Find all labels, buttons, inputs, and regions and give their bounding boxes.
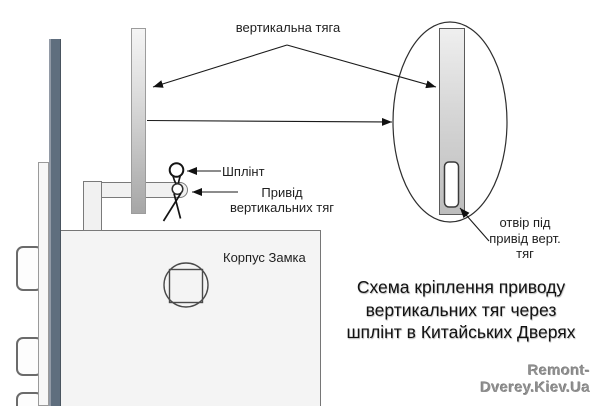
- slot-hole: [443, 161, 460, 208]
- watermark: Remont-Dverey.Kiev.Ua: [480, 362, 590, 396]
- cotter-pin-drawing: [162, 162, 185, 222]
- caption-line1: Схема кріплення приводу: [356, 277, 566, 297]
- spindle-hole: [163, 262, 209, 308]
- arrow-hole: [459, 207, 490, 242]
- arrow-rod-to-magnifier: [146, 117, 393, 126]
- caption-line3: шплінт в Китайських Дверях: [346, 322, 576, 342]
- lock-body: [59, 230, 321, 406]
- hole-label-line2: привід верт.: [489, 230, 561, 246]
- drive-label: Привід вертикальних тяг: [212, 185, 352, 215]
- arrow-vertical-rod-left: [152, 44, 288, 88]
- drive-label-line2: вертикальних тяг: [230, 200, 334, 215]
- lock-body-label: Корпус Замка: [223, 250, 306, 265]
- vertical-rod: [131, 28, 146, 214]
- bracket-leg: [83, 181, 102, 231]
- vertical-rod-label: вертикальна тяга: [235, 20, 341, 35]
- drive-label-line1: Привід: [261, 185, 303, 200]
- hole-label-line3: тяг: [516, 246, 534, 261]
- door-frame-bar: [49, 39, 61, 406]
- hole-label: отвір під привід верт. тяг: [485, 215, 565, 262]
- magnifier-ellipse: [392, 21, 508, 223]
- hole-label-line1: отвір під: [499, 215, 551, 230]
- caption-line2: вертикальних тяг через: [365, 299, 557, 320]
- cotter-pin-label: Шплінт: [222, 164, 265, 179]
- arrow-vertical-rod-right: [286, 44, 437, 89]
- caption: Схема кріплення приводу вертикальних тяг…: [330, 276, 592, 344]
